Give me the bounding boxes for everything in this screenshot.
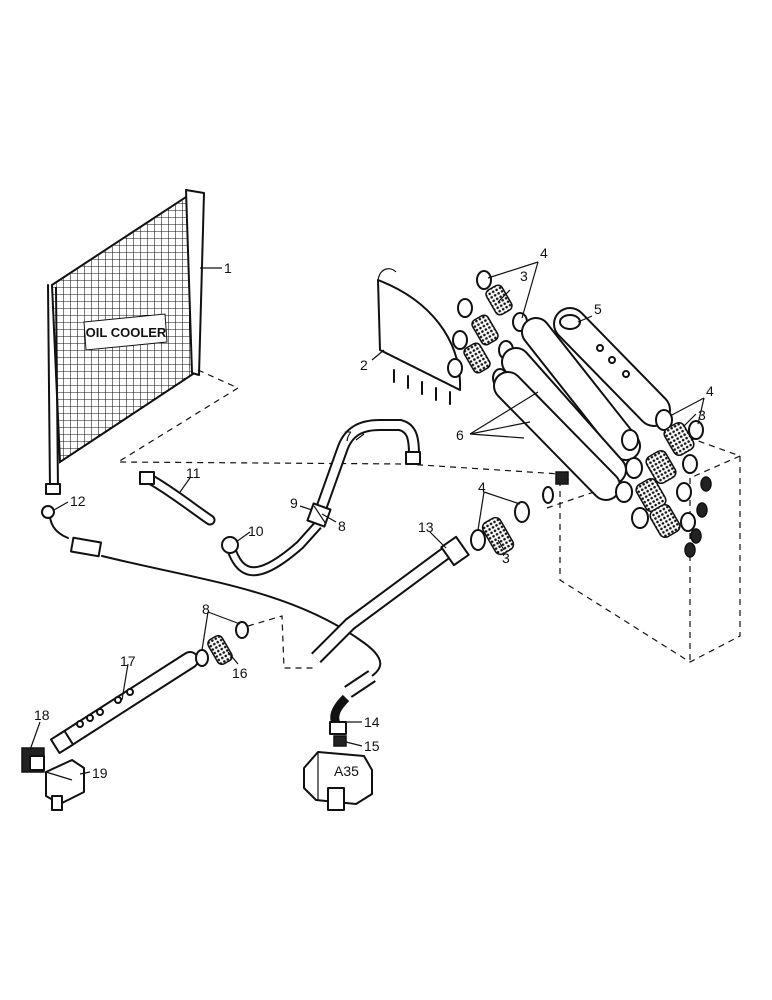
pipe-13 bbox=[311, 535, 470, 663]
callout-4-upper: 4 bbox=[540, 245, 548, 261]
strainer-group-right bbox=[615, 409, 712, 558]
control-valve: A35 bbox=[303, 751, 373, 811]
callouts: 1 2 3 4 5 6 3 4 7 12 9 8 10 11 13 4 3 8 … bbox=[34, 245, 714, 781]
pipe-10 bbox=[221, 521, 322, 577]
callout-4-right: 4 bbox=[706, 383, 714, 399]
callout-3-right: 3 bbox=[698, 407, 706, 423]
manifold-2 bbox=[377, 268, 462, 405]
oil-cooler: OIL COOLER bbox=[45, 189, 205, 495]
valve-label: A35 bbox=[334, 763, 359, 779]
hose-12-line bbox=[41, 505, 382, 677]
callout-8-upper: 8 bbox=[338, 518, 346, 534]
callout-8-lower: 8 bbox=[202, 601, 210, 617]
leader-lines bbox=[29, 261, 705, 775]
callout-4-lower: 4 bbox=[478, 479, 486, 495]
callout-19: 19 bbox=[92, 765, 108, 781]
callout-16: 16 bbox=[232, 665, 248, 681]
callout-5: 5 bbox=[594, 301, 602, 317]
strainer-16 bbox=[195, 621, 249, 667]
callout-13: 13 bbox=[418, 519, 434, 535]
return-pipe-5 bbox=[553, 307, 671, 427]
callout-9: 9 bbox=[290, 495, 298, 511]
callout-3-upper: 3 bbox=[520, 268, 528, 284]
pipe-17 bbox=[49, 651, 199, 755]
callout-15: 15 bbox=[364, 738, 380, 754]
pipe-7 bbox=[316, 419, 421, 509]
callout-7: 7 bbox=[344, 428, 352, 444]
fitting-19 bbox=[45, 759, 85, 811]
hose-11 bbox=[139, 471, 216, 526]
coupling-9 bbox=[306, 502, 332, 528]
fitting-18 bbox=[21, 747, 45, 773]
callout-6: 6 bbox=[456, 427, 464, 443]
callout-11: 11 bbox=[186, 465, 201, 481]
callout-14: 14 bbox=[364, 714, 380, 730]
callout-2: 2 bbox=[360, 357, 368, 373]
suction-tubes-6 bbox=[493, 317, 641, 501]
callout-10: 10 bbox=[248, 523, 264, 539]
callout-1: 1 bbox=[224, 260, 232, 276]
oil-cooler-label: OIL COOLER bbox=[86, 325, 167, 340]
hose-14 bbox=[329, 670, 376, 735]
callout-17: 17 bbox=[120, 653, 136, 669]
callout-3-lower: 3 bbox=[502, 550, 510, 566]
fitting-15 bbox=[333, 735, 347, 747]
callout-12: 12 bbox=[70, 493, 86, 509]
reservoir bbox=[559, 437, 741, 663]
callout-18: 18 bbox=[34, 707, 50, 723]
